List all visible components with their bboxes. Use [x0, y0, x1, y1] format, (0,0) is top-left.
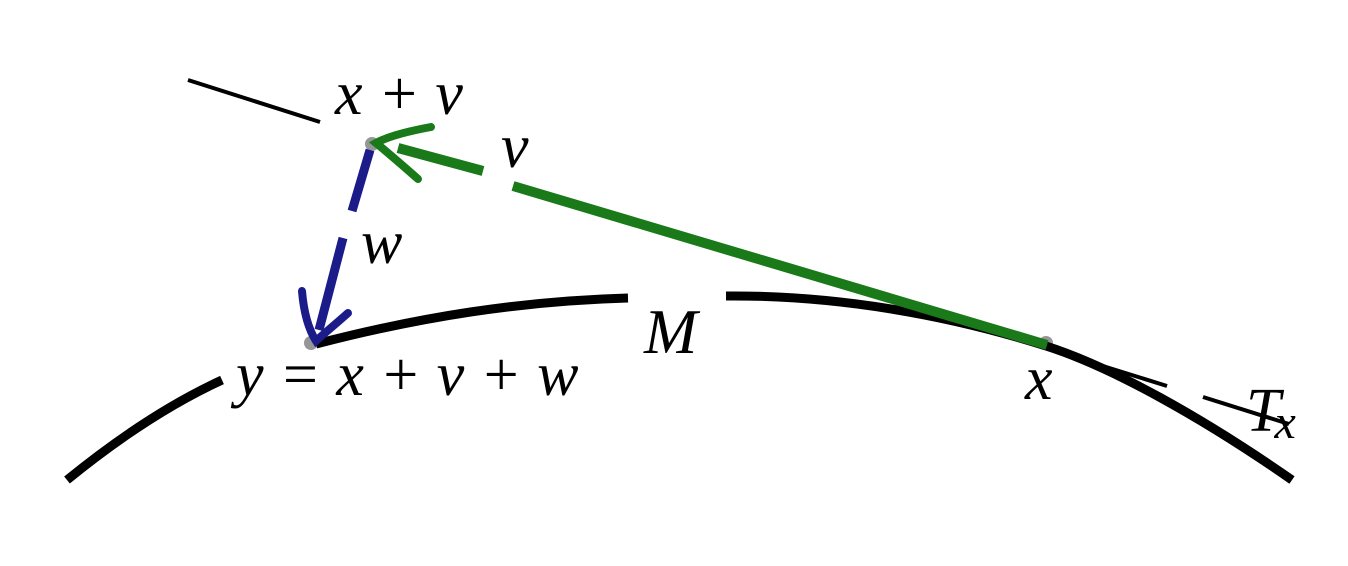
- label-tangent-space: Tx: [1184, 318, 1296, 509]
- vector-v-arrowhead: [368, 123, 435, 183]
- vector-v-shaft: [396, 143, 1049, 350]
- label-vector-v: v: [501, 113, 529, 181]
- label-manifold: M: [644, 296, 698, 367]
- label-point-y-equation: y = x + v + w: [236, 341, 579, 409]
- label-tangent-space-subscript-x: x: [1274, 396, 1296, 449]
- vector-w-arrowhead: [298, 287, 352, 348]
- vector-w-shaft: [314, 148, 375, 332]
- vector-v-arrow: [368, 123, 1049, 350]
- label-point-x: x: [1025, 345, 1053, 413]
- label-tangent-space-T: T: [1246, 377, 1281, 445]
- label-vector-w: w: [361, 209, 403, 277]
- vector-w-arrow: [298, 148, 375, 348]
- label-x-plus-v: x + v: [335, 60, 463, 128]
